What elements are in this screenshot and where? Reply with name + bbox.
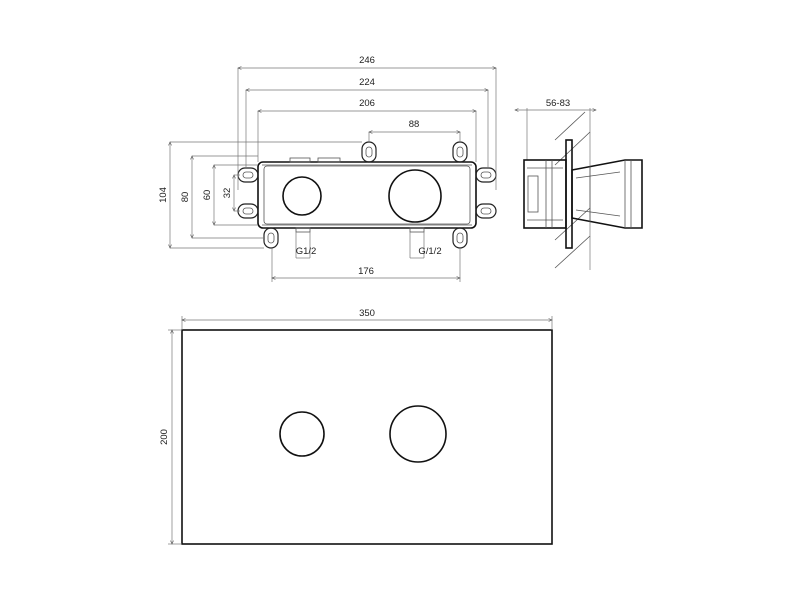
thread-left-label: G1/2 <box>296 246 317 257</box>
right-outlet-circle <box>388 169 442 223</box>
mounting-lug-top-right <box>452 141 468 163</box>
left-dimensions <box>170 142 362 248</box>
dim-246-label: 246 <box>359 55 375 66</box>
side-view <box>515 108 643 270</box>
dim-200-label: 200 <box>159 429 170 445</box>
top-dimensions <box>238 68 496 190</box>
mounting-lug-right-upper <box>475 167 497 183</box>
right-plate-knob <box>389 405 447 463</box>
mounting-lug-bottom-left <box>263 227 279 249</box>
mounting-lug-left-upper <box>237 167 259 183</box>
dim-350-label: 350 <box>359 308 375 319</box>
side-flange <box>565 139 573 249</box>
dim-80-label: 80 <box>180 192 191 203</box>
left-plate-knob <box>279 411 325 457</box>
mounting-lug-top-left <box>361 141 377 163</box>
valve-housing <box>257 161 477 229</box>
left-outlet-circle <box>282 176 322 216</box>
bottom-dimensions <box>272 232 460 282</box>
side-body <box>523 159 567 229</box>
dim-32-label: 32 <box>222 188 233 199</box>
dim-60-label: 60 <box>202 190 213 201</box>
dim-176-label: 176 <box>358 266 374 277</box>
mounting-lug-right-lower <box>475 203 497 219</box>
cover-plate <box>181 329 553 545</box>
dim-206-label: 206 <box>359 98 375 109</box>
dim-depth-label: 56-83 <box>546 98 570 109</box>
cover-plate-view <box>168 316 553 545</box>
valve-body-front-view <box>237 141 497 249</box>
mounting-lug-bottom-right <box>452 227 468 249</box>
dim-104-label: 104 <box>158 187 169 203</box>
thread-right-label: G/1/2 <box>418 246 441 257</box>
side-cartridge <box>571 159 643 229</box>
dim-88-label: 88 <box>409 119 420 130</box>
dim-224-label: 224 <box>359 77 375 88</box>
mounting-lug-left-lower <box>237 203 259 219</box>
